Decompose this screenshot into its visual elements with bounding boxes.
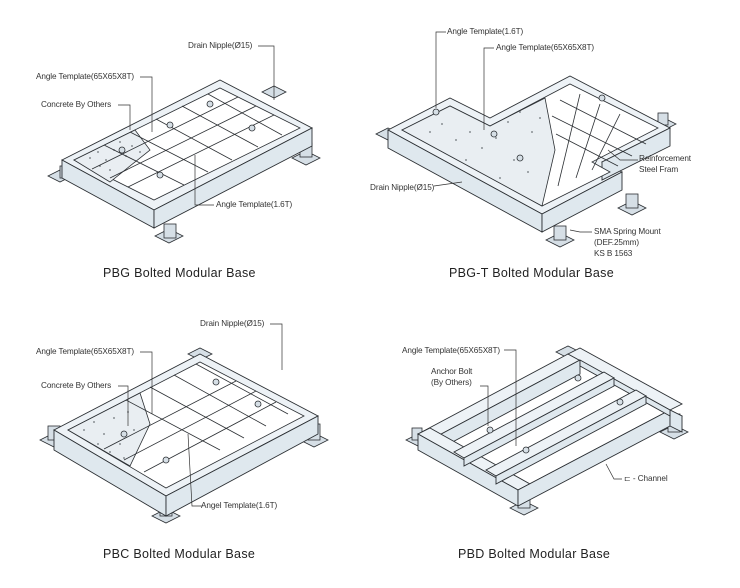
- pbg-t-drain-nipple-label: Drain Nipple(Ø15): [370, 183, 435, 192]
- pbd-panel: Angle Template(65X65X8T) Anchor Bolt (By…: [370, 294, 740, 588]
- pbg-t-panel: Angle Template(1.6T) Angle Template(65X6…: [370, 0, 740, 294]
- pbg-panel: Drain Nipple(Ø15) Angle Template(65X65X8…: [0, 0, 370, 294]
- pbg-t-angle-template-16-label: Angle Template(1.6T): [447, 27, 524, 36]
- pbg-drawing: [47, 45, 321, 244]
- pbc-angle-template-65-label: Angle Template(65X65X8T): [36, 347, 135, 356]
- pbg-t-caption: PBG-T Bolted Modular Base: [449, 266, 614, 280]
- pbd-leader-lines: [480, 349, 622, 480]
- pbd-caption: PBD Bolted Modular Base: [458, 547, 611, 561]
- pbg-t-concrete-dots: [429, 111, 541, 179]
- pbg-anchor-bolts: [118, 100, 256, 179]
- pbc-leader-lines: [118, 323, 283, 507]
- pbd-angle-template-65-label: Angle Template(65X65X8T): [402, 346, 501, 355]
- pbg-drain-nipple-label: Drain Nipple(Ø15): [188, 41, 253, 50]
- pbg-leader-lines: [118, 45, 275, 206]
- pbg-t-sma-label-2: (DEF.25mm): [594, 238, 639, 247]
- pbc-drain-nipple-label: Drain Nipple(Ø15): [200, 319, 265, 328]
- pbg-t-drawing: [375, 31, 677, 248]
- pbd-channel-label: ⊏ - Channel: [624, 474, 668, 483]
- pbg-t-reinforcement-grid: [551, 93, 647, 187]
- pbg-concrete-dots: [89, 141, 141, 171]
- pbg-t-reinforcement-label-1: Reinforcement: [639, 154, 691, 163]
- pbd-anchor-bolt-label-2: (By Others): [431, 378, 472, 387]
- pbc-concrete-fill: [67, 392, 151, 467]
- pbg-t-leader-lines: [433, 31, 638, 233]
- pbc-concrete-dots: [83, 411, 135, 459]
- pbd-anchor-bolts: [486, 374, 624, 454]
- pbc-anchor-bolts: [120, 378, 262, 464]
- pbd-drawing: [405, 345, 689, 516]
- pbg-t-anchor-bolts: [432, 94, 606, 162]
- pbc-panel: Drain Nipple(Ø15) Angle Template(65X65X8…: [0, 294, 370, 588]
- pbg-angle-template-16-label: Angle Template(1.6T): [216, 200, 293, 209]
- pbg-t-concrete-fill: [401, 97, 556, 207]
- pbc-concrete-label: Concrete By Others: [41, 381, 112, 390]
- pbg-angle-template-65-label: Angle Template(65X65X8T): [36, 72, 135, 81]
- pbg-t-angle-template-65-label: Angle Template(65X65X8T): [496, 43, 595, 52]
- pbd-anchor-bolt-label-1: Anchor Bolt: [431, 367, 473, 376]
- pbd-channel-frame: [417, 347, 683, 507]
- pbg-concrete-fill: [73, 129, 151, 183]
- pbc-angel-template-16-label: Angel Template(1.6T): [201, 501, 278, 510]
- pbg-t-sma-label-1: SMA Spring Mount: [594, 227, 661, 236]
- pbg-t-sma-label-3: KS B 1563: [594, 249, 633, 258]
- pbg-t-reinforcement-label-2: Steel Fram: [639, 165, 679, 174]
- pbg-frame: [61, 79, 313, 229]
- pbg-caption: PBG Bolted Modular Base: [103, 266, 256, 280]
- pbc-caption: PBC Bolted Modular Base: [103, 547, 256, 561]
- pbg-concrete-label: Concrete By Others: [41, 100, 112, 109]
- pbc-drawing: [39, 323, 329, 524]
